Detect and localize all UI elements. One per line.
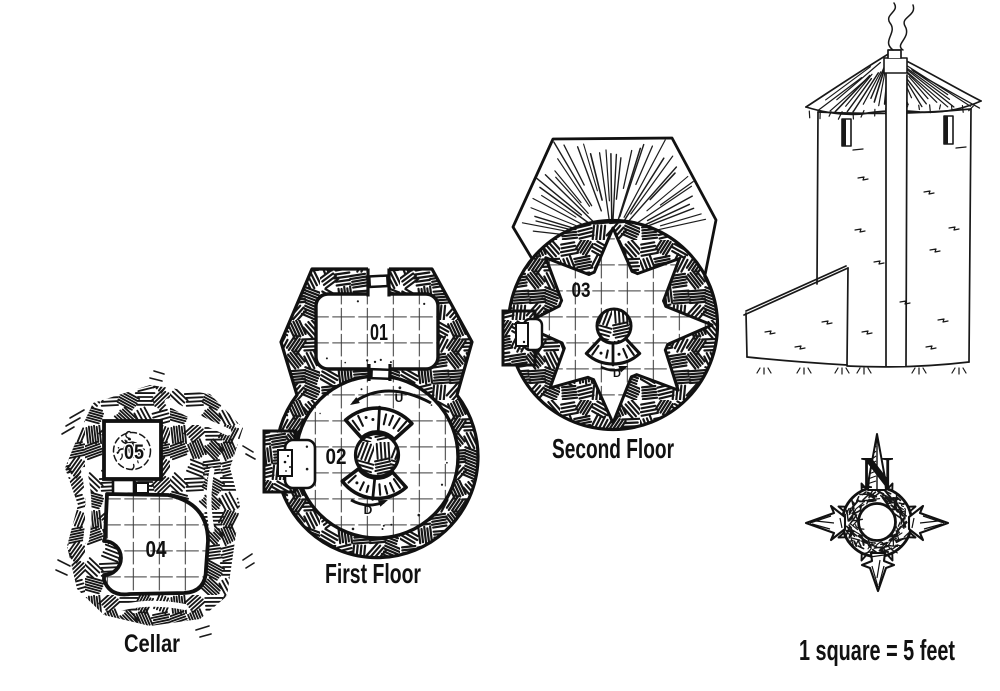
svg-text:1 square = 5 feet: 1 square = 5 feet (799, 635, 955, 667)
svg-text:04: 04 (146, 536, 167, 562)
svg-text:03: 03 (572, 279, 591, 302)
svg-text:U: U (395, 391, 404, 405)
svg-text:First Floor: First Floor (325, 558, 421, 589)
svg-text:05: 05 (124, 441, 144, 464)
svg-text:N: N (860, 447, 893, 498)
svg-text:01: 01 (370, 319, 388, 345)
svg-text:Second Floor: Second Floor (552, 433, 674, 464)
svg-text:02: 02 (326, 444, 347, 469)
svg-text:Cellar: Cellar (124, 630, 180, 658)
svg-text:D: D (364, 503, 373, 517)
svg-text:D: D (613, 368, 621, 380)
